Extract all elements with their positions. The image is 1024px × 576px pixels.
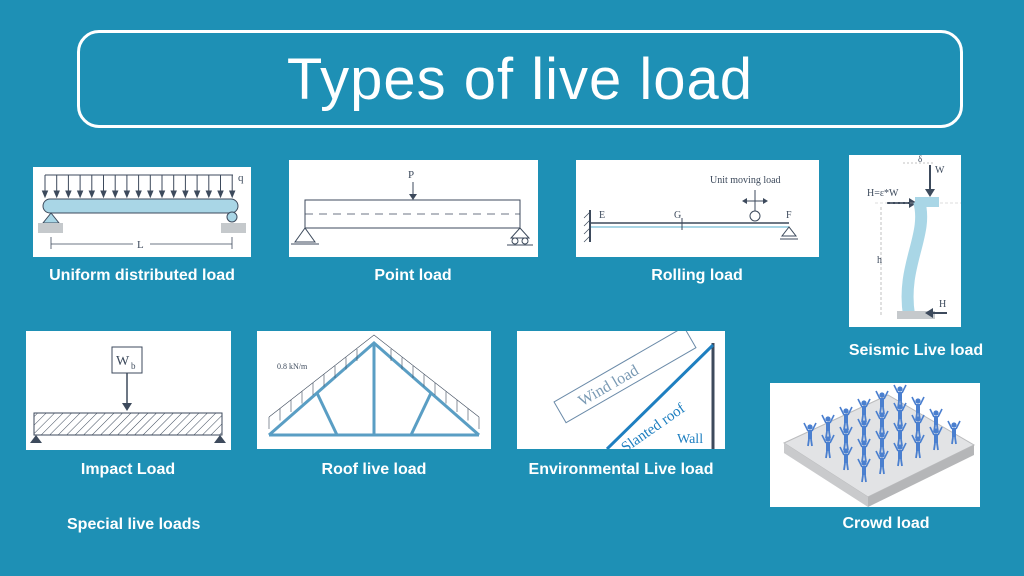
rolling-point-e: E <box>599 210 605 221</box>
crowd-person <box>839 446 853 471</box>
udl-span-symbol: L <box>137 239 144 251</box>
crowd-person <box>821 414 835 439</box>
crowd-person <box>857 398 871 423</box>
impact-weight: W <box>116 354 130 369</box>
crowd-person <box>911 414 925 439</box>
crowd-person <box>893 384 907 409</box>
crowd-person <box>839 406 853 431</box>
crowd-person <box>857 418 871 443</box>
crowd-person <box>875 450 889 475</box>
label-uniform-distributed-load: Uniform distributed load <box>49 267 235 284</box>
udl-load-symbol: q <box>238 172 244 184</box>
impact-weight-sub: b <box>131 361 136 371</box>
crowd-person <box>875 390 889 415</box>
label-environmental-live-load: Environmental Live load <box>528 461 714 478</box>
rolling-moving-load-label: Unit moving load <box>710 175 781 186</box>
diagram-roof-live-load: 0.8 kN/m <box>257 331 491 449</box>
crowd-person <box>857 458 871 483</box>
diagram-seismic-live-load: δ W H=ε*W h H <box>849 155 961 327</box>
seismic-height: h <box>877 255 882 266</box>
diagram-crowd-load <box>770 383 980 507</box>
seismic-base-force: H <box>939 299 946 310</box>
crowd-person <box>803 422 817 447</box>
label-crowd-load: Crowd load <box>842 515 930 532</box>
seismic-weight: W <box>935 165 945 176</box>
label-special-live-loads: Special live loads <box>67 516 201 533</box>
crowd-person <box>857 438 871 463</box>
seismic-force-eq: H=ε*W <box>867 188 899 199</box>
diagram-point-load: P <box>289 160 538 257</box>
crowd-person <box>947 420 961 445</box>
diagram-environmental-live-load: Wind load Slanted roof Wall <box>517 331 725 449</box>
env-wind: Wind load <box>576 362 642 410</box>
label-impact-load: Impact Load <box>80 461 176 478</box>
point-load-symbol: P <box>408 169 414 181</box>
rolling-point-g: G <box>674 210 681 221</box>
crowd-person <box>929 426 943 451</box>
crowd-person <box>839 426 853 451</box>
page-title: Types of live load <box>286 46 754 112</box>
label-roof-live-load: Roof live load <box>321 461 427 478</box>
title-banner: Types of live load <box>77 30 963 128</box>
label-rolling-load: Rolling load <box>651 267 743 284</box>
crowd-person <box>893 422 907 447</box>
seismic-delta: δ <box>918 155 922 164</box>
crowd-person <box>875 430 889 455</box>
crowd-person <box>893 402 907 427</box>
crowd-person <box>911 434 925 459</box>
rolling-point-f: F <box>786 210 792 221</box>
diagram-rolling-load: Unit moving load E G F <box>576 160 819 257</box>
label-point-load: Point load <box>374 267 452 284</box>
crowd-person <box>821 434 835 459</box>
diagram-impact-load: W b <box>26 331 231 450</box>
diagram-uniform-distributed-load: q L <box>33 167 251 257</box>
crowd-person <box>875 410 889 435</box>
roof-intensity: 0.8 kN/m <box>277 362 308 371</box>
env-wall: Wall <box>677 432 703 447</box>
label-seismic-live-load: Seismic Live load <box>848 342 984 359</box>
crowd-person <box>893 442 907 467</box>
